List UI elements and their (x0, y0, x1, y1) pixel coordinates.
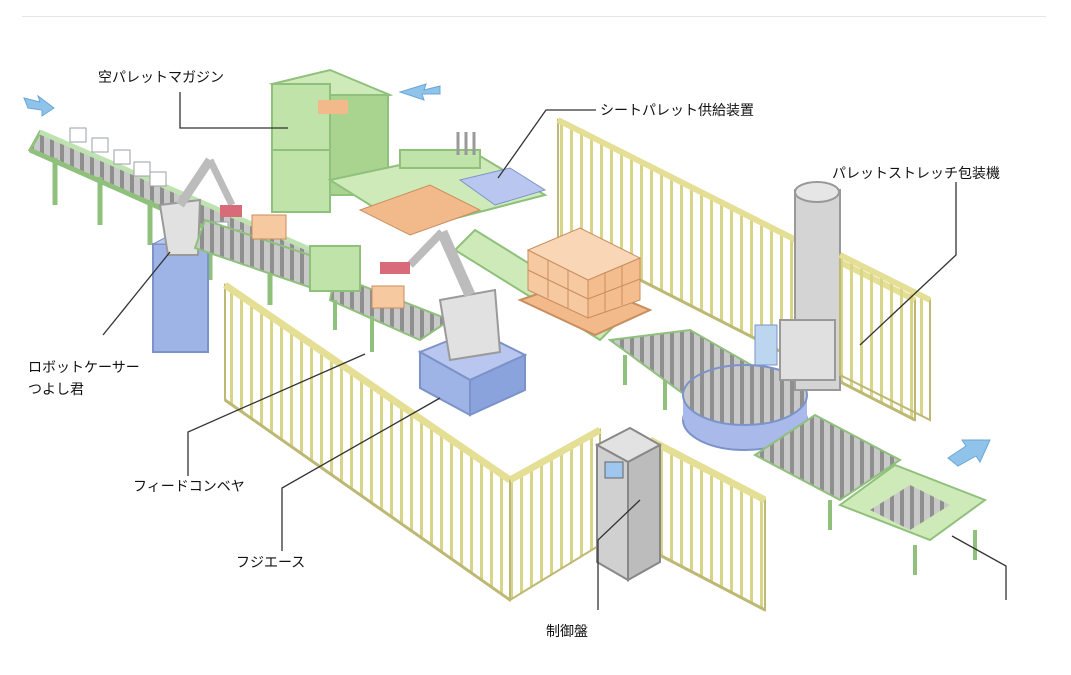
fujiace-robot (380, 229, 528, 417)
stretch-wrapper (682, 181, 841, 451)
label-pallet-stretch-wrapper: パレットストレッチ包装機 (832, 166, 1000, 182)
label-control-panel: 制御盤 (546, 624, 588, 640)
safety-fence-right (838, 252, 932, 422)
safety-fence-front (223, 282, 767, 612)
top-divider (22, 16, 1046, 17)
label-sheet-pallet-feeder: シートパレット供給装置 (600, 103, 754, 119)
flow-arrow-icon (23, 94, 55, 117)
loaded-pallet (517, 227, 653, 337)
label-feed-conveyor: フィードコンベヤ (133, 479, 245, 495)
outfeed-conveyor (753, 413, 988, 575)
leader-lines (102, 92, 1007, 610)
label-empty-pallet-magazine: 空パレットマガジン (98, 70, 224, 86)
label-robot-caser-line1: ロボットケーサー (28, 360, 140, 376)
label-fujiace: フジエース (236, 555, 305, 571)
robot-caser (152, 157, 242, 353)
flow-arrow-icon (398, 83, 441, 101)
flow-arrow-icon (947, 439, 991, 467)
label-robot-caser-line2: つよし君 (28, 382, 84, 398)
control-panel (594, 426, 663, 582)
middle-conveyor (193, 214, 453, 352)
pallet-track (327, 132, 548, 236)
